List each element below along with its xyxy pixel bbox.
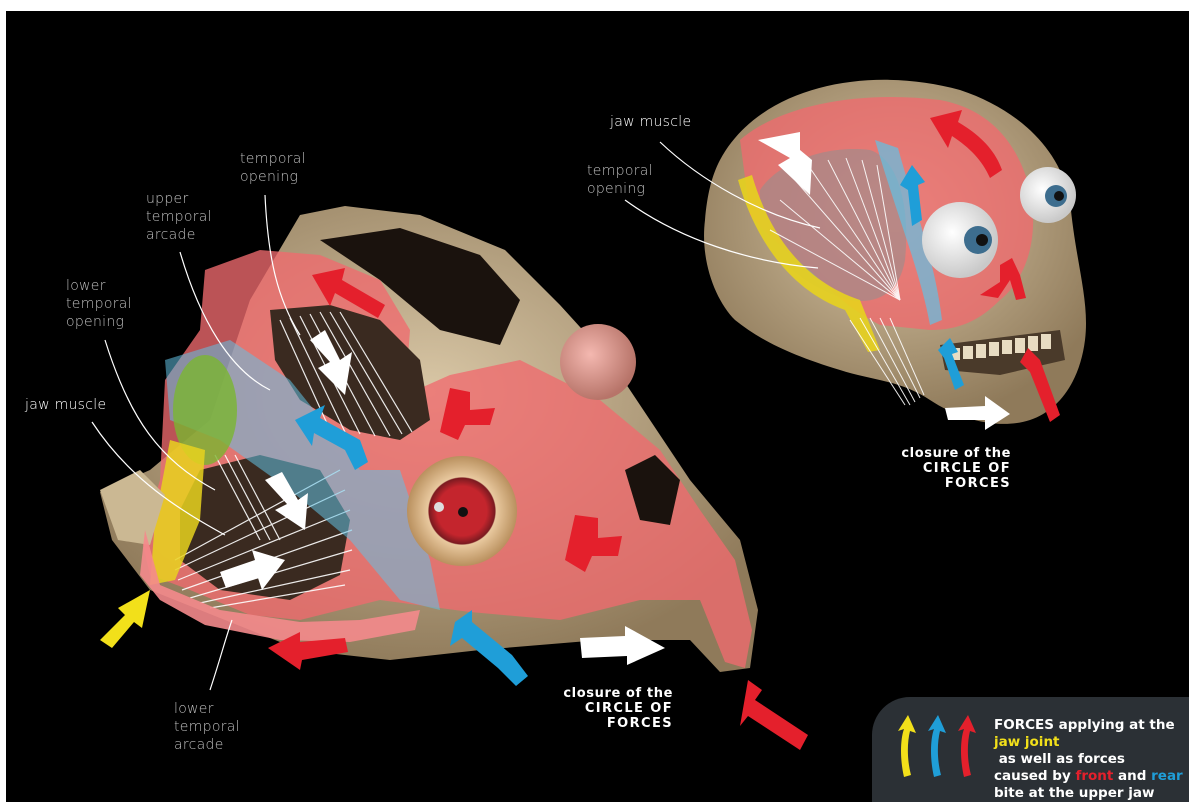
label-line: opening	[66, 313, 132, 331]
legend-arrows	[890, 715, 990, 785]
closure-label-human: closure of the CIRCLE OF FORCES	[893, 446, 1011, 491]
red-arrow-tip	[740, 680, 808, 750]
label-line: upper	[146, 190, 212, 208]
closure-line1: closure of the	[901, 446, 1011, 461]
label-upper-temporal-arcade: upper temporal arcade	[146, 190, 212, 244]
yellow-arrow-jaw-joint	[100, 590, 150, 648]
legend-blue-arrow-icon	[928, 715, 946, 777]
label-line: arcade	[146, 226, 212, 244]
legend-rear: rear	[1151, 768, 1183, 784]
legend-red-arrow-icon	[958, 715, 976, 777]
legend-yellow-arrow-icon	[898, 715, 916, 777]
label-human-temporal-opening: temporal opening	[587, 162, 653, 198]
closure-label-reptile: closure of the CIRCLE OF FORCES	[555, 686, 673, 731]
label-human-jaw-muscle: jaw muscle	[610, 113, 691, 131]
label-line: arcade	[174, 736, 240, 754]
label-line: temporal	[587, 162, 653, 180]
reptile-pupil	[458, 507, 468, 517]
legend-box: FORCES applying at the jaw joint as well…	[872, 697, 1189, 802]
closure-line2: CIRCLE OF	[893, 461, 1011, 476]
pink-sphere	[560, 324, 636, 400]
label-lower-temporal-arcade: lower temporal arcade	[174, 700, 240, 754]
label-line: opening	[240, 168, 306, 186]
label-line: lower	[174, 700, 240, 718]
label-line: lower	[66, 277, 132, 295]
label-line: temporal	[66, 295, 132, 313]
human-pupil-right	[1054, 191, 1064, 201]
legend-line-3: caused by front and rear	[994, 768, 1189, 785]
legend-jaw-joint: jaw joint	[994, 734, 1060, 750]
reptile-skull	[92, 195, 808, 750]
legend-front: front	[1075, 768, 1113, 784]
label-lower-temporal-opening: lower temporal opening	[66, 277, 132, 331]
label-line: temporal	[146, 208, 212, 226]
label-temporal-opening: temporal opening	[240, 150, 306, 186]
label-jaw-muscle: jaw muscle	[25, 396, 106, 414]
human-skull	[625, 80, 1086, 430]
closure-line3: FORCES	[555, 716, 673, 731]
legend-line-1: FORCES applying at the	[994, 717, 1189, 734]
label-line: temporal	[240, 150, 306, 168]
legend-line-2: jaw joint as well as forces	[994, 734, 1189, 768]
closure-line2: CIRCLE OF	[555, 701, 673, 716]
label-line: opening	[587, 180, 653, 198]
human-pupil-left	[976, 234, 988, 246]
closure-line1: closure of the	[563, 686, 673, 701]
label-line: temporal	[174, 718, 240, 736]
legend-mid: as well as forces	[994, 751, 1125, 767]
legend-text: FORCES applying at the jaw joint as well…	[994, 717, 1189, 802]
closure-line3: FORCES	[893, 476, 1011, 491]
reptile-eye-highlight	[434, 502, 444, 512]
legend-caused-by: caused by	[994, 768, 1075, 784]
legend-and: and	[1113, 768, 1151, 784]
legend-line-4: bite at the upper jaw	[994, 785, 1189, 802]
